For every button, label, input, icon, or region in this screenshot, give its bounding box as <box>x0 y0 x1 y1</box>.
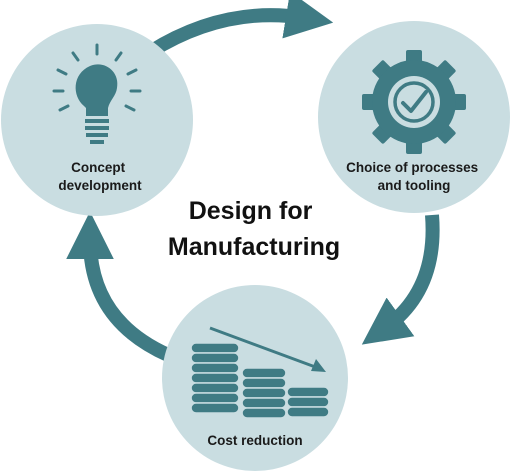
gear-check-icon <box>362 50 466 154</box>
arrow-concept-to-process <box>146 0 334 58</box>
svg-text:Design for Manufacturing: Design for Manufacturing <box>168 197 340 261</box>
svg-text:Choice of processes and: Choice of processes and tooling <box>346 160 482 193</box>
title-line2: Manufacturing <box>168 233 340 261</box>
svg-text:Concept development: Concept development <box>58 160 142 193</box>
arrow-cost-to-concept <box>66 211 171 362</box>
node-cost-reduction: Cost reduction <box>162 285 348 471</box>
node-label-line1: Choice of processes <box>346 160 478 175</box>
node-choice-of-processes: Choice of processes and tooling <box>318 21 510 213</box>
node-concept-development: Concept development <box>1 24 193 216</box>
downtrend-arrow-icon <box>209 326 326 372</box>
node-label-line2: development <box>58 178 142 193</box>
node-label-line1: Concept <box>71 160 126 175</box>
arrow-process-to-cost <box>361 214 440 345</box>
node-label-line1: Cost reduction <box>207 433 302 448</box>
coin-stacks-icon <box>190 342 330 419</box>
title-line1: Design for <box>189 197 313 225</box>
svg-text:Cost reduction: Cost reduction <box>207 433 302 448</box>
lightbulb-icon <box>52 43 142 144</box>
node-label-line2: and tooling <box>378 178 451 193</box>
